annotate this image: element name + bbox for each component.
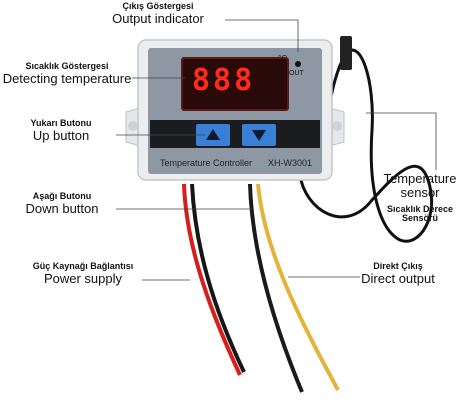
red-power-wire — [182, 183, 242, 376]
model-label: Temperature Controller — [160, 158, 253, 168]
yellow-output-wire — [256, 183, 340, 391]
output-indicator-label: Çıkış Göstergesi Output indicator — [112, 1, 204, 26]
model-number: XH-W3001 — [268, 158, 313, 168]
temperature-sensor-label: Temperature sensor Sıcaklık Derece Sensö… — [383, 171, 457, 224]
display-window — [181, 57, 289, 111]
black-output-wire — [248, 183, 304, 393]
unit-label: °C — [278, 54, 287, 63]
direct-output-label: Direkt Çıkış Direct output — [361, 261, 435, 286]
button-strip — [150, 120, 320, 148]
output-led — [295, 61, 301, 67]
up-button-label: Yukarı Butonu Up button — [30, 118, 92, 143]
down-button-label: Aşağı Butonu Down button — [25, 191, 99, 216]
detecting-temperature-label: Sıcaklık Göstergesi Detecting temperatur… — [2, 61, 132, 86]
power-supply-label: Güç Kaynağı Bağlantısı Power supply — [32, 261, 134, 286]
display-readout: 888 — [192, 63, 256, 98]
sensor-probe — [340, 36, 352, 70]
out-label: OUT — [289, 70, 304, 77]
black-power-wire — [190, 183, 246, 373]
